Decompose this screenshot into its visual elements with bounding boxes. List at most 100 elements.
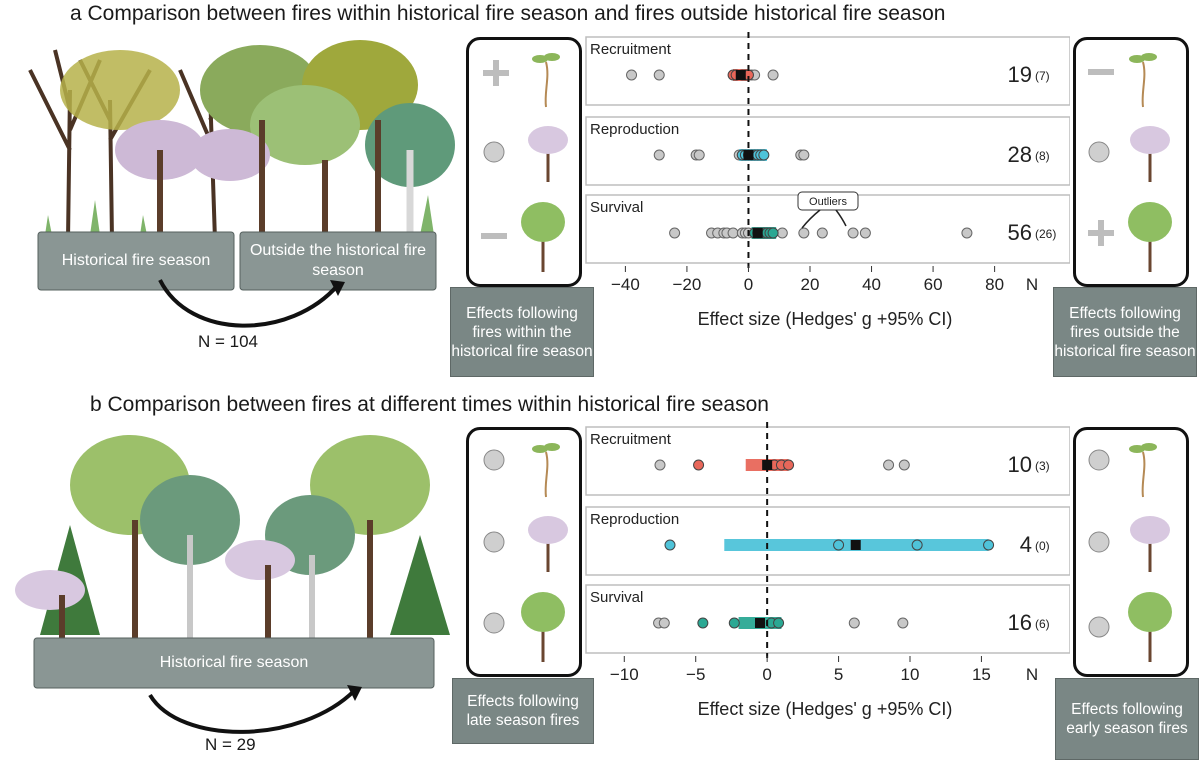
outliers-arrow-left bbox=[801, 209, 821, 229]
row-label: Recruitment bbox=[590, 431, 672, 448]
panel-a-left-icons bbox=[481, 53, 568, 272]
row-n-value: 4 bbox=[1020, 532, 1032, 557]
mean-marker bbox=[735, 70, 746, 80]
circle-icon bbox=[483, 612, 505, 634]
x-tick-label: −40 bbox=[611, 275, 640, 294]
row-n-sub: (26) bbox=[1035, 227, 1056, 241]
outlier-point bbox=[776, 227, 788, 239]
tree-icon bbox=[1128, 202, 1172, 272]
row-label: Recruitment bbox=[590, 41, 672, 58]
chart-row-frame bbox=[585, 116, 1070, 186]
outlier-point bbox=[653, 69, 665, 81]
outlier-point bbox=[898, 459, 910, 471]
circle-icon bbox=[483, 449, 505, 471]
data-point bbox=[773, 617, 785, 629]
mean-marker bbox=[850, 540, 861, 550]
panel-b-left-caption: Effects following late season fires bbox=[452, 678, 594, 744]
panel-b-n-total: N = 29 bbox=[205, 735, 256, 754]
circle-icon bbox=[483, 141, 505, 163]
data-point bbox=[983, 539, 995, 551]
scene-a-box-left: Historical fire season bbox=[61, 252, 211, 269]
x-tick-label: 20 bbox=[801, 275, 820, 294]
outlier-point bbox=[798, 227, 810, 239]
row-label: Survival bbox=[590, 589, 643, 606]
circle-icon bbox=[483, 531, 505, 553]
seedling-icon bbox=[532, 53, 560, 108]
mean-marker bbox=[755, 618, 765, 628]
panel-b-right-icon-frame bbox=[1073, 427, 1189, 677]
x-tick-label: 15 bbox=[972, 665, 991, 684]
panel-a-right-icons bbox=[1088, 53, 1172, 272]
seedling-icon bbox=[532, 443, 560, 498]
outlier-point bbox=[727, 227, 739, 239]
outlier-point bbox=[847, 227, 859, 239]
x-tick-label: 40 bbox=[862, 275, 881, 294]
outlier-point bbox=[658, 617, 670, 629]
plus-icon bbox=[1088, 220, 1114, 246]
x-tick-label: 0 bbox=[744, 275, 753, 294]
row-n-sub: (7) bbox=[1035, 69, 1050, 83]
data-point bbox=[833, 539, 845, 551]
circle-icon bbox=[1088, 531, 1110, 553]
row-n-sub: (0) bbox=[1035, 539, 1050, 553]
panel-b-right-caption: Effects following early season fires bbox=[1055, 678, 1199, 760]
outlier-point bbox=[816, 227, 828, 239]
data-point bbox=[758, 149, 770, 161]
row-n-value: 56 bbox=[1008, 220, 1032, 245]
n-axis-header: N bbox=[1026, 275, 1038, 294]
outlier-point bbox=[654, 459, 666, 471]
flowering-tree-icon bbox=[1130, 516, 1170, 572]
outlier-point bbox=[626, 69, 638, 81]
outlier-point bbox=[653, 149, 665, 161]
row-label: Survival bbox=[590, 199, 643, 216]
scene-a-box-right: Outside the historical fire season bbox=[249, 242, 427, 279]
circle-icon bbox=[1088, 616, 1110, 638]
forest-scene-a bbox=[28, 40, 455, 328]
x-tick-label: 60 bbox=[924, 275, 943, 294]
panel-a-left-caption: Effects following fires within the histo… bbox=[450, 287, 594, 377]
panel-a-right-caption: Effects following fires outside the hist… bbox=[1053, 287, 1197, 377]
row-n-value: 28 bbox=[1008, 142, 1032, 167]
row-n-value: 10 bbox=[1008, 452, 1032, 477]
x-tick-label: −5 bbox=[686, 665, 705, 684]
panel-b-title: b Comparison between fires at different … bbox=[90, 393, 769, 416]
circle-icon bbox=[1088, 141, 1110, 163]
panel-a-right-icon-frame bbox=[1073, 37, 1189, 287]
row-n-sub: (8) bbox=[1035, 149, 1050, 163]
data-point bbox=[783, 459, 795, 471]
row-n-sub: (6) bbox=[1035, 617, 1050, 631]
flowering-tree-icon bbox=[1130, 126, 1170, 182]
data-point bbox=[728, 617, 740, 629]
outlier-point bbox=[859, 227, 871, 239]
data-point bbox=[767, 227, 779, 239]
data-point bbox=[664, 539, 676, 551]
tree-icon bbox=[1128, 592, 1172, 662]
chart-b: Recruitment10(3)Reproduction4(0)Survival… bbox=[585, 422, 1070, 719]
x-tick-label: 10 bbox=[901, 665, 920, 684]
x-axis-label: Effect size (Hedges' g +95% CI) bbox=[698, 699, 953, 719]
panel-a-n-total: N = 104 bbox=[198, 332, 259, 351]
outliers-callout: Outliers bbox=[797, 191, 859, 229]
forest-scene-b bbox=[15, 435, 450, 734]
x-tick-label: −10 bbox=[610, 665, 639, 684]
outlier-point bbox=[767, 69, 779, 81]
data-point bbox=[911, 539, 923, 551]
row-label: Reproduction bbox=[590, 511, 679, 528]
mean-marker bbox=[762, 460, 773, 470]
seedling-icon bbox=[1129, 53, 1157, 108]
chart-row-frame bbox=[585, 36, 1070, 106]
row-label: Reproduction bbox=[590, 121, 679, 138]
outlier-point bbox=[883, 459, 895, 471]
data-point bbox=[697, 617, 709, 629]
outlier-point bbox=[897, 617, 909, 629]
outliers-callout-box bbox=[797, 191, 859, 211]
outlier-point bbox=[961, 227, 973, 239]
row-n-value: 19 bbox=[1008, 62, 1032, 87]
tree-icon bbox=[521, 202, 565, 272]
panel-a-left-icon-frame bbox=[466, 37, 582, 287]
data-point bbox=[693, 459, 705, 471]
minus-icon bbox=[481, 233, 507, 239]
x-tick-label: −20 bbox=[673, 275, 702, 294]
seedling-icon bbox=[1129, 443, 1157, 498]
panel-a-title: a Comparison between fires within histor… bbox=[70, 2, 946, 25]
